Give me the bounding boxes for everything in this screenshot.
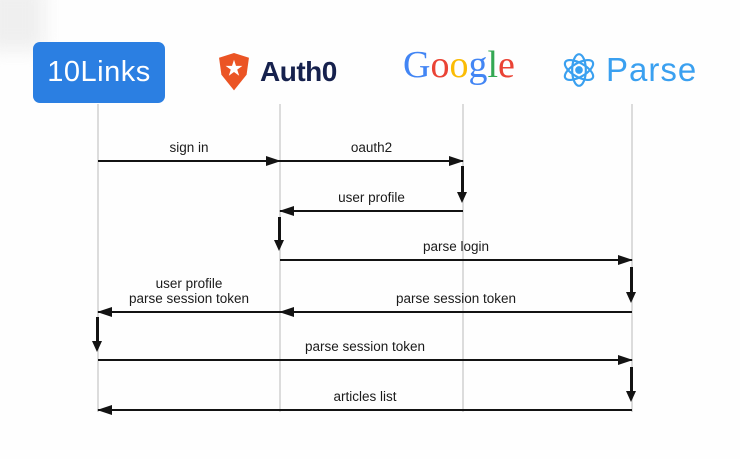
actor-parse-label: Parse xyxy=(606,51,698,88)
msg-label: parse session token xyxy=(395,291,517,306)
msg-parse-session-token-send: parse session token xyxy=(98,339,633,365)
msg-label: user profile xyxy=(338,190,405,205)
msg-label: articles list xyxy=(333,389,397,404)
arrow-line xyxy=(98,359,632,361)
arrow-line xyxy=(98,311,280,313)
arrowhead-left-icon xyxy=(97,307,112,317)
arrowhead-left-icon xyxy=(279,206,294,216)
arrow-line xyxy=(280,160,463,162)
corner-shading xyxy=(0,0,44,50)
msg-sign-in: sign in xyxy=(98,140,281,166)
msg-oauth2: oauth2 xyxy=(280,140,464,166)
activity-arrow-auth0 xyxy=(274,217,284,251)
actor-auth0-label: Auth0 xyxy=(260,56,337,87)
msg-parse-session-token-return: parse session token xyxy=(279,291,632,317)
arrow-line xyxy=(280,259,632,261)
arrowhead-right-icon xyxy=(449,156,464,166)
msg-user-profile-session-token: user profile parse session token xyxy=(97,276,280,317)
arrowhead-down-icon xyxy=(274,240,284,251)
arrowhead-left-icon xyxy=(97,405,112,415)
actor-google-letter: G xyxy=(403,44,431,86)
arrowhead-down-icon xyxy=(626,391,636,402)
lifeline-10links xyxy=(97,104,99,412)
activity-arrow-10links xyxy=(92,317,102,352)
arrowhead-right-icon xyxy=(618,355,633,365)
msg-label: sign in xyxy=(169,140,209,155)
lifeline-auth0 xyxy=(279,104,281,412)
actor-parse: Parse xyxy=(559,48,697,92)
activity-arrow-google xyxy=(457,166,467,203)
activity-arrow-parse-1 xyxy=(626,267,636,303)
parse-atom-icon xyxy=(559,48,599,92)
msg-user-profile: user profile xyxy=(279,190,463,216)
auth0-shield-icon xyxy=(217,49,251,95)
actor-google-letter: o xyxy=(449,44,469,86)
arrow-line xyxy=(280,311,632,313)
msg-label-line1: user profile xyxy=(155,276,223,291)
msg-label-line2: parse session token xyxy=(128,291,250,306)
arrowhead-down-icon xyxy=(457,192,467,203)
lifeline-google xyxy=(462,104,464,412)
actor-google-letter: g xyxy=(468,44,488,86)
arrowhead-down-icon xyxy=(92,341,102,352)
msg-label: parse login xyxy=(422,239,490,254)
arrow-line xyxy=(280,210,463,212)
msg-parse-login: parse login xyxy=(280,239,633,265)
msg-label: parse session token xyxy=(304,339,426,354)
arrowhead-right-icon xyxy=(266,156,281,166)
actor-google-letter: l xyxy=(487,44,499,86)
arrowhead-left-icon xyxy=(279,307,294,317)
activity-arrow-parse-2 xyxy=(626,367,636,402)
msg-label: oauth2 xyxy=(350,140,393,155)
arrowhead-down-icon xyxy=(626,292,636,303)
msg-articles-list: articles list xyxy=(97,389,632,415)
arrow-line xyxy=(98,160,280,162)
actor-google-letter: o xyxy=(430,44,450,86)
actor-google-letter: e xyxy=(498,44,515,86)
msg-label: user profile parse session token xyxy=(98,276,280,306)
arrowhead-right-icon xyxy=(618,255,633,265)
actor-auth0: Auth0 xyxy=(217,49,337,95)
arrow-line xyxy=(98,409,632,411)
actor-10links: 10Links xyxy=(33,42,165,103)
actor-10links-label: 10Links xyxy=(47,56,151,88)
